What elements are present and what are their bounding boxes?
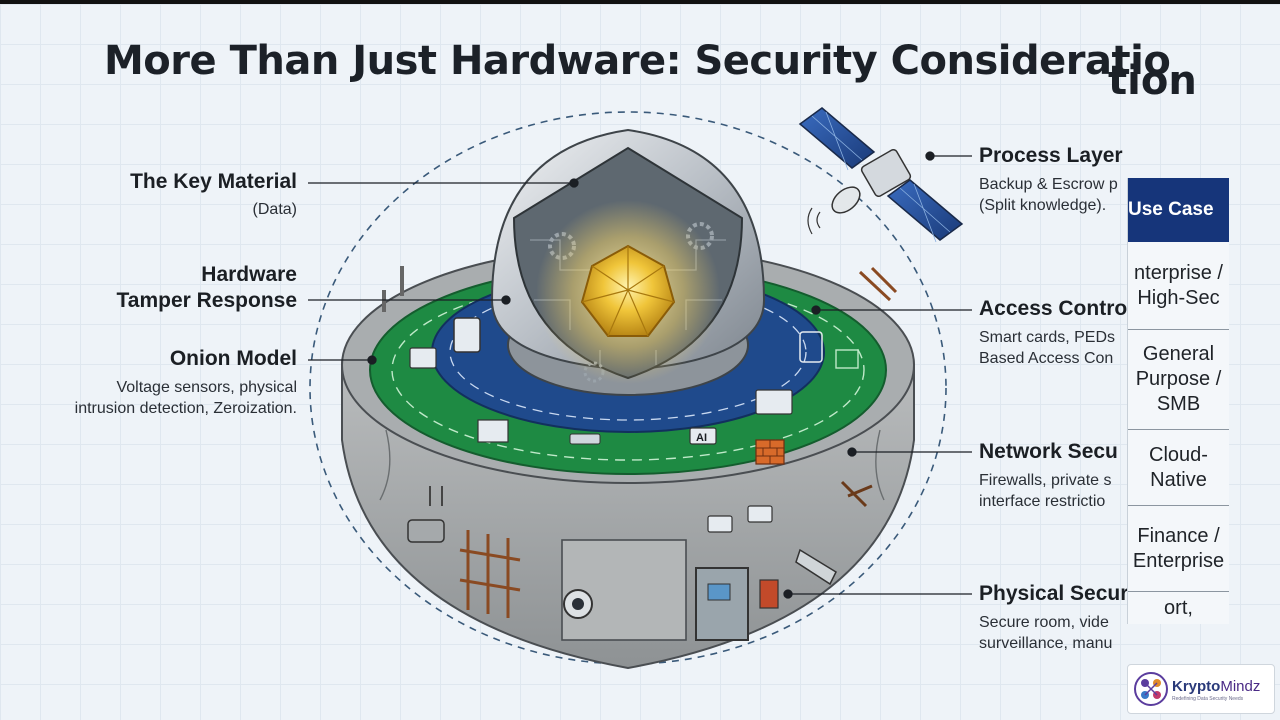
process-title: Process Layer	[979, 144, 1123, 167]
onion-sub-line2: intrusion detection, Zeroization.	[74, 400, 297, 417]
use-case-row-line: nterprise /	[1134, 261, 1223, 284]
onion-model-label: Onion Model Voltage sensors, physical in…	[75, 347, 297, 419]
use-case-header: Use Case	[1128, 178, 1229, 242]
use-case-row-line: Finance /	[1137, 524, 1220, 547]
smart-card-reader-icon	[453, 317, 481, 353]
camera-lens	[572, 598, 584, 610]
use-case-row-line: Native	[1150, 468, 1207, 491]
use-case-row: General Purpose / SMB	[1128, 330, 1229, 430]
physical-sub-line1: Secure room, vide	[979, 614, 1109, 631]
physical-security-label: Physical Secur Secure room, vide surveil…	[979, 582, 1128, 654]
access-sub-line2: Based Access Con	[979, 350, 1114, 367]
kryptomindz-logo-icon	[1134, 672, 1168, 706]
logo-tagline: Redefining Data Security Needs	[1172, 696, 1244, 702]
alarm-panel-icon	[759, 579, 779, 609]
logo-wordmark: KryptoMindz	[1172, 678, 1260, 695]
use-case-row-line: Purpose /	[1135, 368, 1222, 390]
blue-ring-flow	[449, 283, 807, 421]
key-material-title: The Key Material	[130, 170, 297, 193]
network-grid-icon	[835, 349, 859, 369]
use-case-row-line: General	[1142, 343, 1215, 365]
ai-chip-label: AI	[696, 432, 707, 444]
outer-dashed-orbit	[309, 111, 947, 665]
cctv-camera-icon	[795, 548, 837, 586]
use-case-row-line: ort,	[1164, 596, 1193, 619]
kryptomindz-logo: KryptoMindz Redefining Data Security Nee…	[1127, 664, 1275, 714]
process-sub-line2: (Split knowledge).	[979, 197, 1107, 214]
gem-facets	[581, 246, 675, 337]
ai-chip-icon	[689, 427, 717, 445]
access-control-label: Access Contro Smart cards, PEDs Based Ac…	[979, 297, 1127, 369]
network-title: Network Secu	[979, 440, 1118, 463]
tamper-title-line2: Tamper Response	[116, 289, 298, 312]
logo-name-part2: Mindz	[1220, 678, 1261, 695]
pipe-stub	[407, 519, 445, 543]
tamper-title-line1: Hardware	[201, 263, 297, 286]
door-window	[707, 583, 731, 601]
use-case-row-line: High-Sec	[1137, 286, 1220, 309]
antenna-post	[382, 266, 404, 312]
process-layer-label: Process Layer Backup & Escrow p (Split k…	[979, 144, 1123, 216]
left-leader-lines	[308, 178, 579, 365]
use-case-table: Use Case nterprise / High-Sec General Pu…	[1127, 178, 1229, 624]
rebar-exposed	[858, 266, 898, 302]
physical-title: Physical Secur	[979, 582, 1129, 605]
cable-stub	[429, 486, 443, 506]
use-case-row: Cloud- Native	[1128, 430, 1229, 506]
fingerprint-scanner-icon	[799, 331, 823, 363]
tamper-response-label: Hardware Tamper Response	[117, 262, 298, 314]
id-card-icon	[755, 389, 793, 415]
firewall-brick-lines	[756, 440, 784, 464]
card-slot-icon	[569, 433, 601, 445]
network-switch-icon	[477, 419, 509, 443]
page-title-overflow: tion	[1108, 58, 1197, 104]
rebar-grille	[459, 530, 521, 618]
logo-name-part1: Krypto	[1172, 678, 1221, 695]
use-case-row: Finance / Enterprise	[1128, 506, 1229, 592]
network-sub-line2: interface restrictio	[979, 493, 1106, 510]
access-sub-line1: Smart cards, PEDs	[979, 329, 1116, 346]
use-case-row-line: Enterprise	[1132, 549, 1225, 572]
ethernet-port-icon	[409, 347, 437, 369]
use-case-row: ort,	[1128, 592, 1229, 624]
page-title: More Than Just Hardware: Security Consid…	[104, 38, 1171, 84]
wall-cracks	[379, 429, 885, 501]
onion-sub-line1: Voltage sensors, physical	[116, 379, 297, 396]
ethernet-port-icon	[707, 515, 733, 533]
network-sub-line1: Firewalls, private s	[979, 472, 1112, 489]
use-case-row-line: SMB	[1156, 393, 1201, 415]
network-security-label: Network Secu Firewalls, private s interf…	[979, 440, 1118, 512]
onion-title: Onion Model	[169, 347, 297, 370]
access-title: Access Contro	[979, 297, 1128, 320]
vault-door-icon	[695, 567, 749, 641]
ethernet-port-icon	[747, 505, 773, 523]
use-case-row: nterprise / High-Sec	[1128, 242, 1229, 330]
rebar-exposed	[840, 480, 873, 508]
right-leader-lines	[783, 151, 972, 599]
physical-sub-line2: surveillance, manu	[979, 635, 1113, 652]
process-sub-line1: Backup & Escrow p	[979, 176, 1118, 193]
key-material-sub: (Data)	[252, 201, 297, 218]
key-material-label: The Key Material (Data)	[130, 170, 297, 220]
use-case-row-line: Cloud-	[1149, 443, 1208, 466]
satellite-icon	[798, 107, 964, 243]
